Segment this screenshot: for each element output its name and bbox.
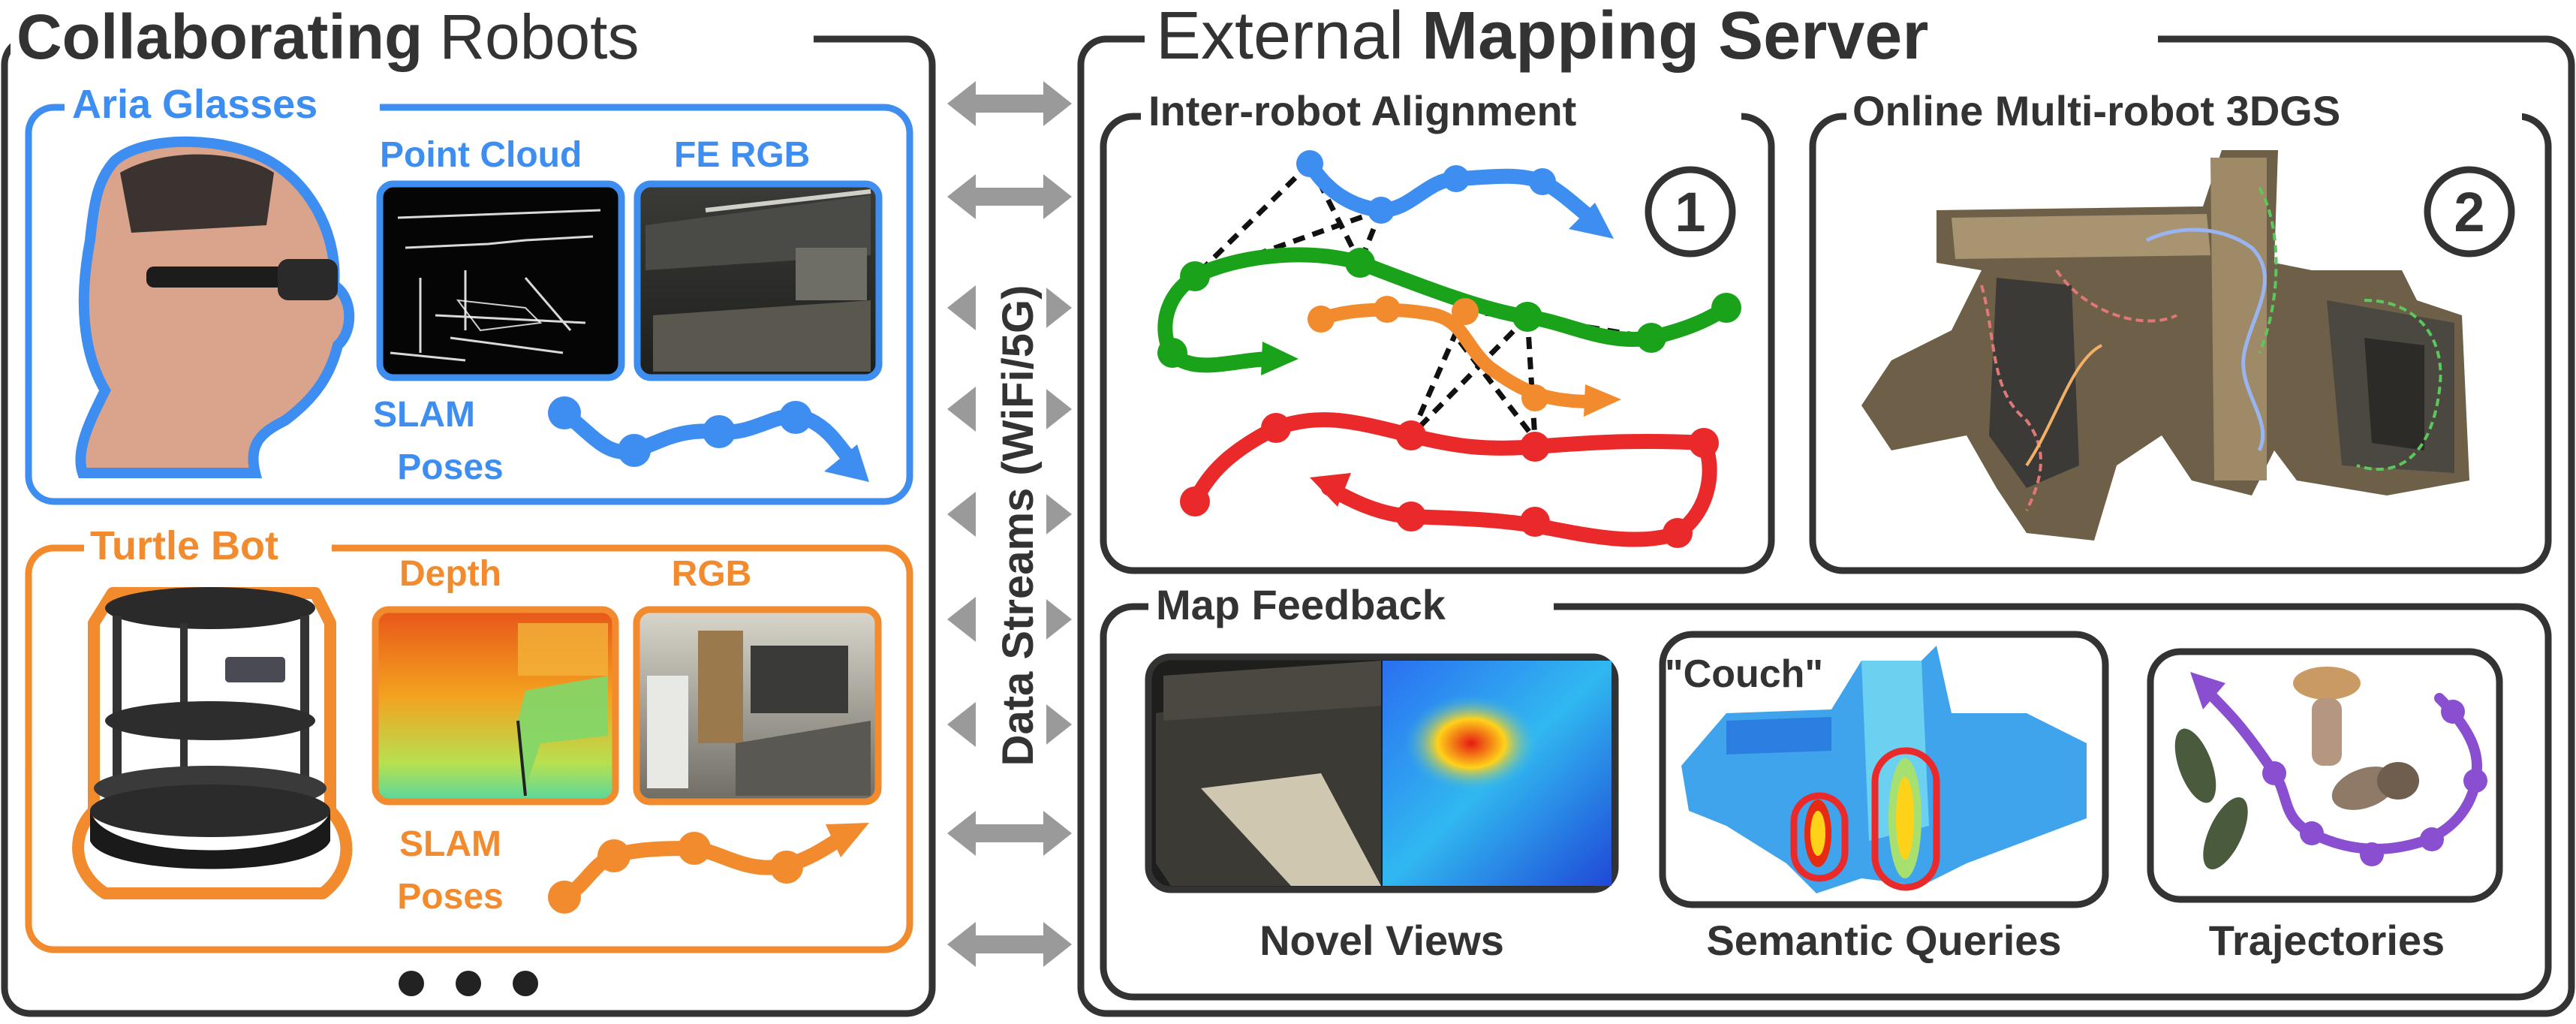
rgb-image [633, 606, 882, 806]
server-title-bg [1145, 3, 2158, 75]
ellipsis-dot [456, 971, 481, 996]
orange-poses [1308, 296, 1548, 411]
turtle-slam-label-2: Poses [397, 877, 503, 917]
blue-arrowhead [1569, 203, 1614, 239]
aria-title: Aria Glasses [72, 82, 317, 127]
data-streams-label: Data Streams (WiFi/5G) [994, 285, 1043, 766]
aria-slam-label-1: SLAM [373, 395, 475, 435]
turtle-title-bg [84, 523, 332, 568]
trajectories-label: Trajectories [2209, 917, 2445, 964]
couch-highlight-2 [1871, 747, 1940, 891]
step-2-number: 2 [2454, 181, 2484, 243]
robots-title-bg [11, 3, 814, 75]
turtle-pose-dot [548, 881, 581, 914]
red-poses [1180, 413, 1719, 548]
depth-label: Depth [399, 554, 501, 594]
novel-views-label: Novel Views [1259, 917, 1504, 964]
turtle-pose-dot [770, 851, 803, 884]
bidirectional-arrow [947, 81, 1072, 126]
point-cloud-image [376, 180, 625, 381]
aria-pose-dot [703, 415, 736, 448]
step-2-badge [2424, 166, 2515, 258]
gs-title: Online Multi-robot 3DGS [1852, 87, 2340, 134]
aria-slam-poses [548, 396, 812, 467]
aria-pose-dot [548, 396, 581, 429]
robots-title-regular: Robots [439, 2, 639, 72]
alignment-diagram [1157, 150, 1741, 548]
bidirectional-arrow [947, 174, 1072, 219]
depth-image [372, 606, 619, 806]
feedback-title-bg [1148, 582, 1554, 631]
couch-highlight-1 [1790, 792, 1849, 882]
novel-views-image [1145, 653, 1619, 893]
point-cloud-label: Point Cloud [380, 135, 582, 175]
turtlebot-image [72, 587, 353, 899]
robots-title-bold: Collaborating [17, 2, 423, 72]
bidirectional-arrow [947, 922, 1072, 967]
turtle-box [25, 544, 913, 953]
turtle-slam-arrowhead [826, 823, 869, 857]
rgb-label: RGB [672, 554, 752, 594]
aria-title-bg [65, 81, 380, 126]
step-1-number: 1 [1675, 181, 1705, 243]
server-title-regular: External [1156, 0, 1404, 74]
turtle-slam-poses [548, 832, 803, 914]
turtle-slam-label-1: SLAM [399, 824, 501, 864]
alignment-title-bg [1141, 89, 1741, 138]
aria-slam-label-2: Poses [397, 447, 503, 487]
turtle-pose-dot [678, 832, 711, 865]
ellipsis-dot [399, 971, 424, 996]
gs-title-bg [1846, 89, 2522, 138]
aria-pose-dot [618, 434, 651, 467]
data-streams-label-bg [976, 240, 1046, 811]
gs-map-image [1861, 150, 2469, 541]
orange-arrowhead [1584, 384, 1621, 417]
server-title-bold: Mapping Server [1422, 0, 1928, 74]
turtle-title: Turtle Bot [90, 523, 278, 568]
ellipsis-dot [513, 971, 538, 996]
trajectories-image [2174, 667, 2487, 870]
red-arrowhead [1310, 473, 1351, 507]
semantic-map-image [1681, 646, 2087, 893]
aria-slam-arrowhead [824, 444, 869, 482]
step-1-badge [1645, 166, 1736, 258]
fe-rgb-label: FE RGB [674, 135, 810, 175]
green-poses [1157, 248, 1741, 368]
blue-poses [1296, 150, 1556, 224]
aria-box [25, 104, 913, 505]
green-arrowhead [1261, 342, 1299, 375]
fe-rgb-image [633, 180, 883, 381]
semantic-queries-label: Semantic Queries [1706, 917, 2061, 964]
feedback-title: Map Feedback [1156, 581, 1446, 628]
alignment-title: Inter-robot Alignment [1148, 87, 1576, 134]
semantic-query-text: "Couch" [1665, 652, 1823, 696]
person-head-image [75, 136, 355, 478]
bidirectional-arrow [947, 811, 1072, 856]
aria-pose-dot [779, 401, 812, 434]
more-robots-ellipsis [399, 971, 538, 996]
turtle-pose-dot [597, 839, 630, 872]
feedback-box [1100, 603, 2552, 1001]
